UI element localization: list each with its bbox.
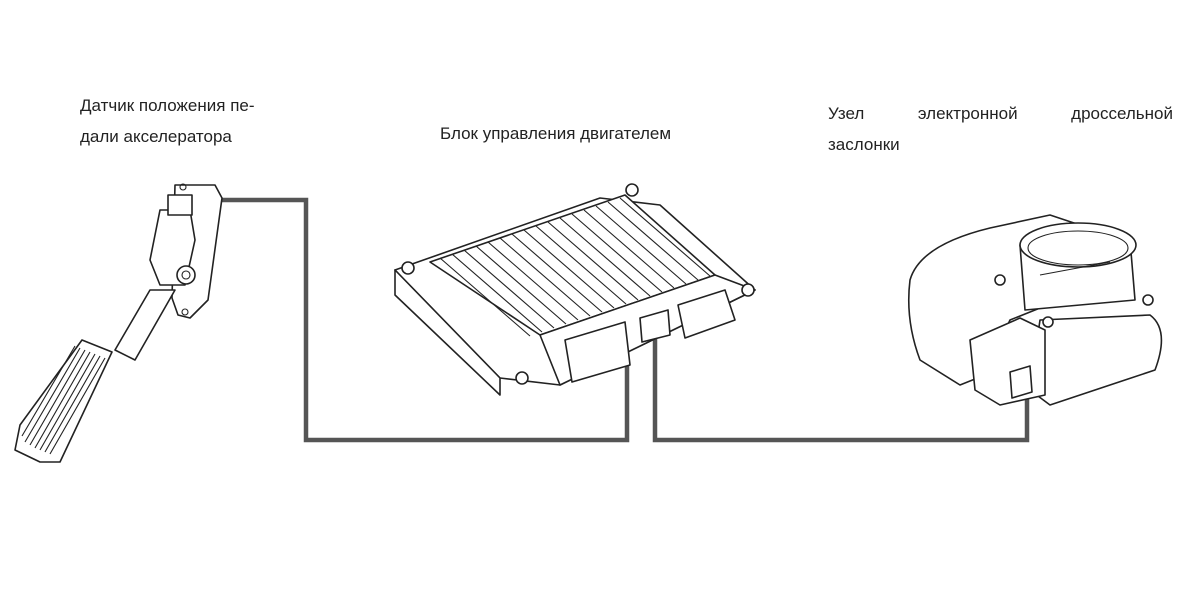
ecu-fin: [523, 229, 615, 309]
pedal-sensor-label: Датчик положения пе- дали акселератора: [80, 90, 340, 152]
ecu-fin: [571, 213, 663, 293]
wire-pedal-to-ecu: [205, 197, 630, 443]
ecu-fin: [595, 205, 687, 285]
ecu-fin: [583, 209, 675, 289]
wire-ecu-to-throttle: [652, 330, 1030, 443]
ecu-illustration: [394, 183, 756, 396]
ecu-fin: [499, 237, 591, 317]
ecu-fin: [439, 257, 531, 337]
ecu-fin: [547, 221, 639, 301]
accelerator-pedal-illustration: [14, 183, 223, 463]
pedal-sensor-label-line1: Датчик положения пе-: [80, 96, 255, 115]
ecu-fin: [535, 225, 627, 305]
ecu-fin: [451, 253, 543, 333]
ecu-fin: [511, 233, 603, 313]
throttle-body-illustration: [908, 214, 1163, 406]
ecu-fin: [487, 241, 579, 321]
throttle-label-line1: Узел электронной дроссельной: [828, 104, 1173, 123]
ecu-fin: [463, 249, 555, 329]
ecu-fin: [607, 201, 699, 281]
ecu-fin: [619, 197, 711, 277]
ecu-label: Блок управления двигателем: [440, 124, 672, 143]
ecu-fin: [559, 217, 651, 297]
throttle-label-line2: заслонки: [828, 135, 900, 154]
ecu-fin: [475, 245, 567, 325]
throttle-label: Узел электронной дроссельной заслонки: [828, 98, 1173, 160]
pedal-sensor-label-line2: дали акселератора: [80, 127, 232, 146]
